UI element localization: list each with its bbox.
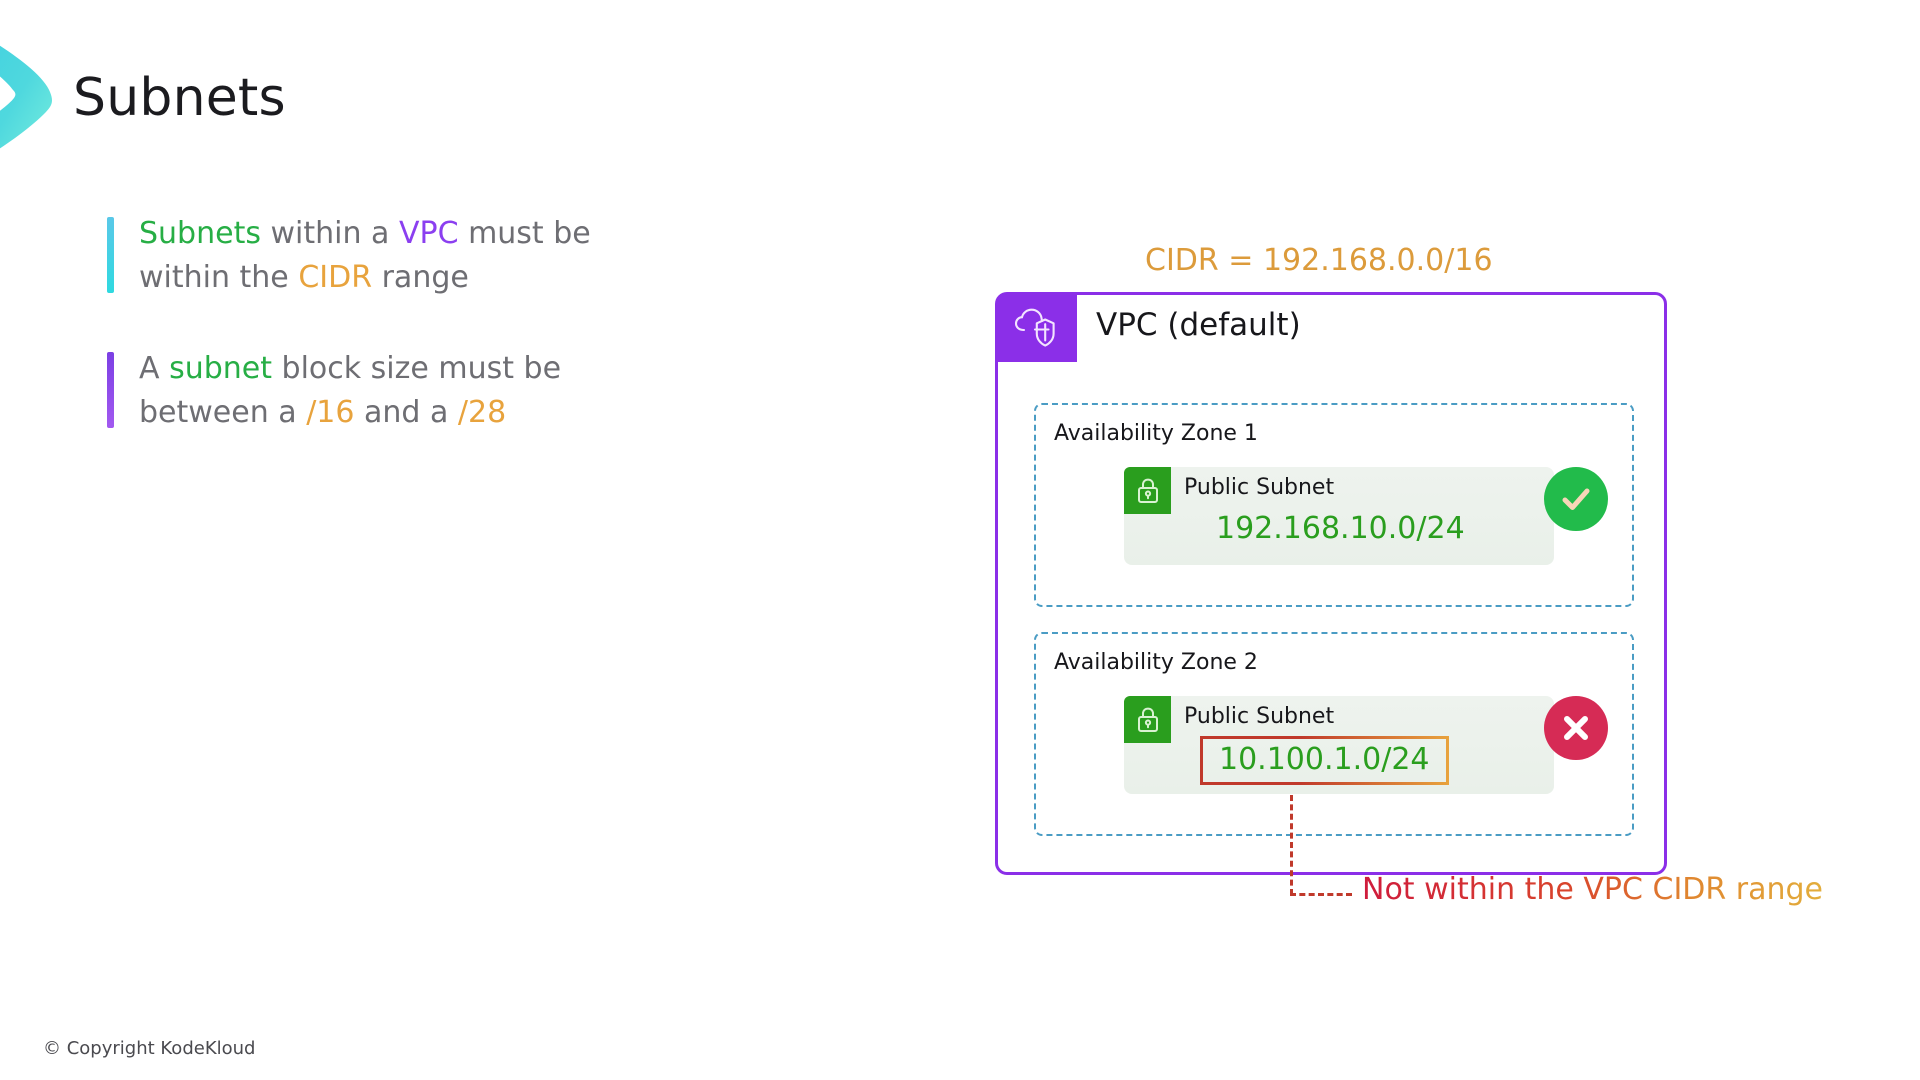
cloud-shield-icon — [997, 294, 1077, 362]
check-icon — [1544, 467, 1608, 531]
bullet-segment: /28 — [457, 394, 507, 430]
brand-chevron-logo — [0, 45, 52, 149]
subnet-cidr-flagged: 10.100.1.0/24 — [1200, 736, 1449, 785]
bullet-segment: /16 — [306, 394, 355, 430]
subnet-name: Public Subnet — [1184, 475, 1335, 500]
callout-connector-vertical — [1290, 795, 1293, 895]
subnet-card[interactable]: Public Subnet 192.168.10.0/24 — [1124, 467, 1554, 565]
vpc-cidr-label: CIDR = 192.168.0.0/16 — [1145, 243, 1493, 278]
vpc-container: VPC (default) Availability Zone 1 Public… — [995, 292, 1667, 875]
bullet-list: Subnets within a VPC must be within the … — [107, 212, 667, 482]
subnet-name: Public Subnet — [1184, 704, 1335, 729]
bullet-segment: A — [139, 351, 170, 386]
subnet-card[interactable]: Public Subnet 10.100.1.0/24 — [1124, 696, 1554, 794]
bullet-segment: block size must be between a — [139, 351, 562, 430]
vpc-header: VPC (default) — [997, 294, 1664, 373]
list-item: A subnet block size must be between a /1… — [107, 347, 667, 434]
bullet-accent-bar — [107, 217, 114, 293]
cross-icon — [1544, 696, 1608, 760]
page-title: Subnets — [73, 68, 286, 128]
bullet-segment: subnet — [169, 351, 272, 386]
availability-zone-label: Availability Zone 2 — [1054, 650, 1258, 675]
callout-connector-horizontal — [1290, 893, 1352, 896]
vpc-title: VPC (default) — [1096, 307, 1301, 343]
availability-zone-2: Availability Zone 2 Public Subnet 10.100… — [1034, 632, 1634, 836]
availability-zone-label: Availability Zone 1 — [1054, 421, 1258, 446]
copyright-footer: © Copyright KodeKloud — [43, 1038, 256, 1059]
list-item: Subnets within a VPC must be within the … — [107, 212, 667, 299]
lock-icon — [1124, 467, 1171, 514]
bullet-segment: VPC — [398, 216, 459, 251]
bullet-segment: CIDR — [298, 259, 373, 295]
availability-zone-1: Availability Zone 1 Public Subnet 192.16… — [1034, 403, 1634, 607]
callout-label: Not within the VPC CIDR range — [1362, 872, 1824, 907]
bullet-segment: Subnets — [139, 216, 261, 251]
bullet-segment: range — [372, 259, 469, 295]
bullet-segment: within a — [260, 216, 399, 251]
lock-icon — [1124, 696, 1171, 743]
subnet-cidr: 192.168.10.0/24 — [1216, 511, 1465, 546]
bullet-accent-bar — [107, 352, 114, 428]
bullet-segment: and a — [354, 394, 458, 430]
bullet-segment: must be within the — [139, 216, 591, 295]
